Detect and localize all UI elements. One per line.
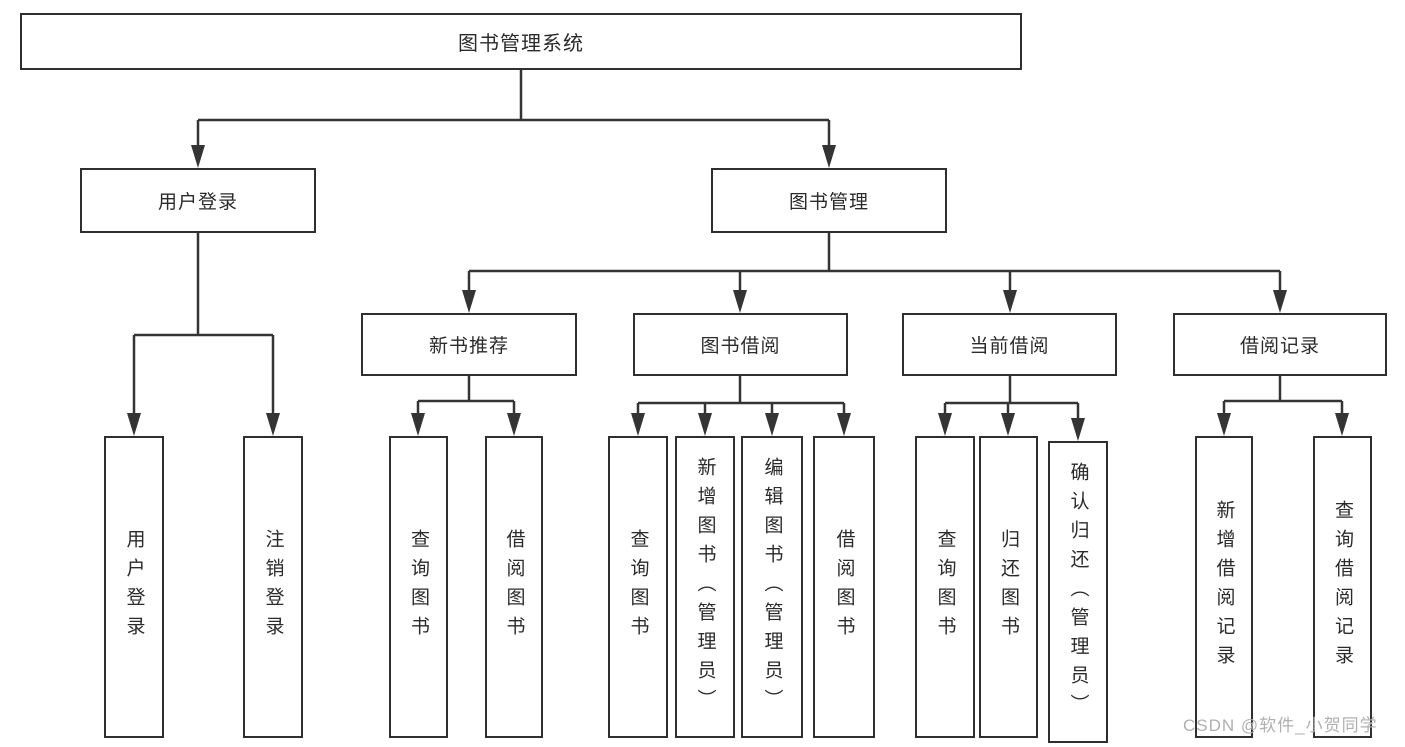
leaf-newbooks-query: 查询图书 [389,436,448,738]
arrowhead [631,413,645,436]
arrowhead [1003,290,1017,313]
connector-bookborrow-to-leaves [636,376,846,420]
leaf-newbooks-borrow: 借阅图书 [485,436,543,738]
connector-bookmgmt-to-level3 [467,233,1282,297]
arrowhead [127,413,141,436]
leaf-records-query: 查询借阅记录 [1313,436,1372,738]
node-current-borrow-label: 当前借阅 [969,336,1050,357]
arrowhead [411,413,425,436]
connector-root-to-level2 [196,70,831,152]
leaf-borrow-edit-admin: 编辑图书（管理员） [741,436,803,738]
connector-borrowrecords-to-leaves [1222,376,1344,420]
arrowhead [1217,413,1231,436]
arrowhead [698,413,712,436]
node-root: 图书管理系统 [20,13,1022,70]
arrowhead [1273,290,1287,313]
arrowhead [1001,413,1015,436]
node-book-borrow: 图书借阅 [633,313,848,376]
arrowhead [266,413,280,436]
leaf-current-return: 归还图书 [979,436,1038,738]
arrowhead [822,145,836,168]
arrowhead [733,290,747,313]
node-borrow-records: 借阅记录 [1173,313,1387,376]
node-book-mgmt: 图书管理 [711,168,947,233]
leaf-current-query: 查询图书 [915,436,975,738]
node-new-books: 新书推荐 [361,313,577,376]
node-book-mgmt-label: 图书管理 [788,192,869,213]
arrowhead [1071,418,1085,441]
arrowhead [837,413,851,436]
leaf-borrow-query: 查询图书 [608,436,668,738]
node-user-login-label: 用户登录 [157,192,238,213]
leaf-current-confirm-admin: 确认归还（管理员） [1048,441,1108,743]
node-user-login: 用户登录 [80,168,316,233]
arrowhead [1335,413,1349,436]
arrowhead [765,413,779,436]
csdn-watermark: CSDN @软件_小贺同学 [1183,716,1378,735]
connector-currentborrow-to-leaves [943,376,1080,425]
connector-userlogin-to-leaves [132,233,275,420]
leaf-records-add: 新增借阅记录 [1195,436,1253,738]
connector-newbooks-to-leaves [416,376,516,420]
arrowhead [191,145,205,168]
leaf-borrow-add-admin: 新增图书（管理员） [675,436,735,738]
node-root-label: 图书管理系统 [458,33,584,55]
arrowhead [507,413,521,436]
leaf-logout: 注销登录 [243,436,303,738]
arrowhead [938,413,952,436]
node-borrow-records-label: 借阅记录 [1239,336,1320,357]
node-book-borrow-label: 图书借阅 [700,336,781,357]
arrowhead [462,290,476,313]
leaf-user-login: 用户登录 [104,436,164,738]
leaf-borrow-borrow: 借阅图书 [813,436,875,738]
node-new-books-label: 新书推荐 [428,336,509,357]
node-current-borrow: 当前借阅 [902,313,1117,376]
